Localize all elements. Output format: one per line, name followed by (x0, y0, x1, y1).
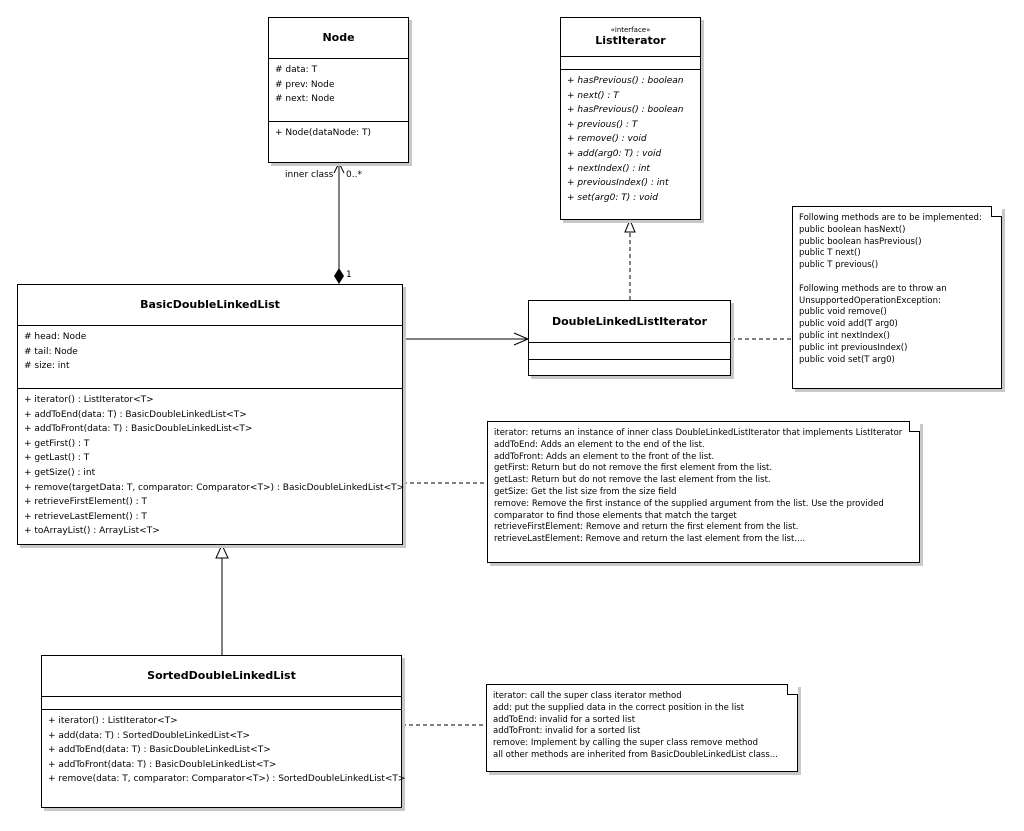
note-line: addToEnd: Adds an element to the end of … (494, 439, 705, 450)
note-line: iterator: call the super class iterator … (493, 691, 682, 701)
operation: + toArrayList() : ArrayList<T> (24, 526, 160, 537)
operation: + hasPrevious() : boolean (567, 105, 684, 116)
note-line: getLast: Return but do not remove the la… (494, 475, 771, 486)
note-line: remove: Implement by calling the super c… (493, 738, 759, 749)
attribute: # data: T (275, 65, 318, 75)
note-line: addToFront: invalid for a sorted list (493, 726, 641, 737)
note-basic-list-methods: iterator: returns an instance of inner c… (487, 421, 920, 563)
operation: + set(arg0: T) : void (567, 192, 659, 203)
label-multiplicity-many: 0..* (346, 170, 362, 180)
note-line (799, 272, 995, 284)
class-node-operations: + Node(dataNode: T) (269, 121, 408, 143)
operation: + next() : T (567, 90, 619, 101)
note-line: retrieveFirstElement: Remove and return … (494, 522, 799, 533)
operation: + previousIndex() : int (567, 178, 669, 189)
note-line: retrieveLastElement: Remove and return t… (494, 534, 806, 545)
attribute: # tail: Node (24, 346, 78, 357)
note-fold-corner (991, 206, 1002, 217)
note-line: UnsupportedOperationException: (799, 295, 941, 306)
navigable-arrowhead (333, 161, 345, 174)
operation: + remove(data: T, comparator: Comparator… (48, 774, 406, 785)
operation: + Node(dataNode: T) (275, 128, 372, 138)
note-line: public int nextIndex() (799, 330, 890, 341)
note-line: all other methods are inherited from Bas… (493, 749, 778, 760)
note-line: addToFront: Adds an element to the front… (494, 451, 715, 462)
operation: + getSize() : int (24, 467, 96, 478)
operation: + addToEnd(data: T) : BasicDoubleLinkedL… (48, 745, 271, 756)
operation: + add(data: T) : SortedDoubleLinkedList<… (48, 730, 251, 741)
operation: + previous() : T (567, 119, 638, 130)
operation: + addToEnd(data: T) : BasicDoubleLinkedL… (24, 409, 247, 420)
interface-list-iterator-operations: + hasPrevious() : boolean + next() : T +… (561, 69, 700, 207)
note-sorted-list-methods: iterator: call the super class iterator … (486, 684, 798, 772)
attribute: # next: Node (275, 94, 335, 105)
note-line: public int previousIndex() (799, 342, 908, 353)
operation: + remove() : void (567, 134, 647, 145)
note-line: addToEnd: invalid for a sorted list (493, 714, 636, 725)
label-multiplicity-one: 1 (346, 270, 352, 280)
class-sorted-operations: + iterator() : ListIterator<T> + add(dat… (42, 709, 406, 789)
operation: + remove(targetData: T, comparator: Comp… (24, 482, 405, 493)
note-line: Following methods are to throw an (799, 283, 947, 294)
note-line: iterator: returns an instance of inner c… (494, 428, 903, 438)
interface-list-iterator-name: ListIterator (595, 34, 666, 47)
note-line: public void remove() (799, 307, 887, 318)
note-iterator-methods: Following methods are to be implemented:… (792, 206, 1002, 389)
label-inner-class: inner class (285, 170, 334, 180)
operation: + addToFront(data: T) : BasicDoubleLinke… (48, 759, 277, 770)
note-line: getFirst: Return but do not remove the f… (494, 463, 773, 474)
note-line: public T next() (799, 248, 861, 259)
note-line: comparator to find those elements that m… (494, 510, 737, 521)
class-sorted-double-linked-list[interactable]: SortedDoubleLinkedList + iterator() : Li… (41, 655, 406, 808)
note-line: remove: Remove the first instance of the… (494, 498, 884, 509)
class-sorted-name: SortedDoubleLinkedList (147, 669, 296, 682)
note-line: public boolean hasNext() (799, 224, 906, 235)
class-basic-attributes: # head: Node # tail: Node # size: int (18, 325, 402, 388)
note-line: public boolean hasPrevious() (799, 236, 922, 247)
generalization-arrowhead (215, 543, 229, 559)
interface-list-iterator-attributes (561, 56, 700, 69)
note-line: add: put the supplied data in the correc… (493, 702, 745, 713)
composition-diamond (334, 268, 344, 284)
class-node-attributes: # data: T # prev: Node # next: Node (269, 58, 408, 121)
operation: + retrieveLastElement() : T (24, 511, 147, 522)
realization-arrowhead (624, 218, 636, 233)
operation: + iterator() : ListIterator<T> (48, 716, 178, 726)
attribute: # size: int (24, 361, 70, 372)
operation: + getFirst() : T (24, 438, 90, 449)
operation: + hasPrevious() : boolean (567, 76, 684, 86)
class-basic-operations: + iterator() : ListIterator<T> + addToEn… (18, 388, 405, 541)
note-line: getSize: Get the list size from the size… (494, 486, 677, 497)
operation: + iterator() : ListIterator<T> (24, 395, 154, 405)
class-sorted-attributes (42, 696, 401, 709)
class-node-name: Node (322, 31, 355, 44)
note-line: public T previous() (799, 260, 879, 271)
attribute: # prev: Node (275, 79, 335, 90)
operation: + addToFront(data: T) : BasicDoubleLinke… (24, 424, 253, 435)
class-double-linked-list-iterator[interactable]: DoubleLinkedListIterator (528, 300, 731, 376)
attribute: # head: Node (24, 332, 87, 342)
note-fold-corner (909, 421, 920, 432)
class-dll-iterator-name: DoubleLinkedListIterator (551, 315, 708, 328)
operation: + nextIndex() : int (567, 163, 650, 174)
class-basic-double-linked-list[interactable]: BasicDoubleLinkedList # head: Node # tai… (17, 284, 405, 545)
class-dll-iterator-attributes (529, 342, 730, 359)
class-dll-iterator-operations (529, 359, 730, 376)
class-node[interactable]: Node # data: T # prev: Node # next: Node… (268, 17, 409, 163)
note-line: public void set(T arg0) (799, 354, 895, 365)
operation: + getLast() : T (24, 453, 90, 464)
operation: + retrieveFirstElement() : T (24, 497, 148, 508)
class-basic-name: BasicDoubleLinkedList (140, 298, 280, 311)
operation: + add(arg0: T) : void (567, 148, 662, 159)
note-fold-corner (787, 684, 798, 695)
note-line: public void add(T arg0) (799, 319, 898, 330)
stereotype-label: «interface» (610, 26, 651, 34)
note-line: Following methods are to be implemented: (799, 213, 982, 223)
interface-list-iterator[interactable]: «interface» ListIterator + hasPrevious()… (560, 17, 701, 220)
